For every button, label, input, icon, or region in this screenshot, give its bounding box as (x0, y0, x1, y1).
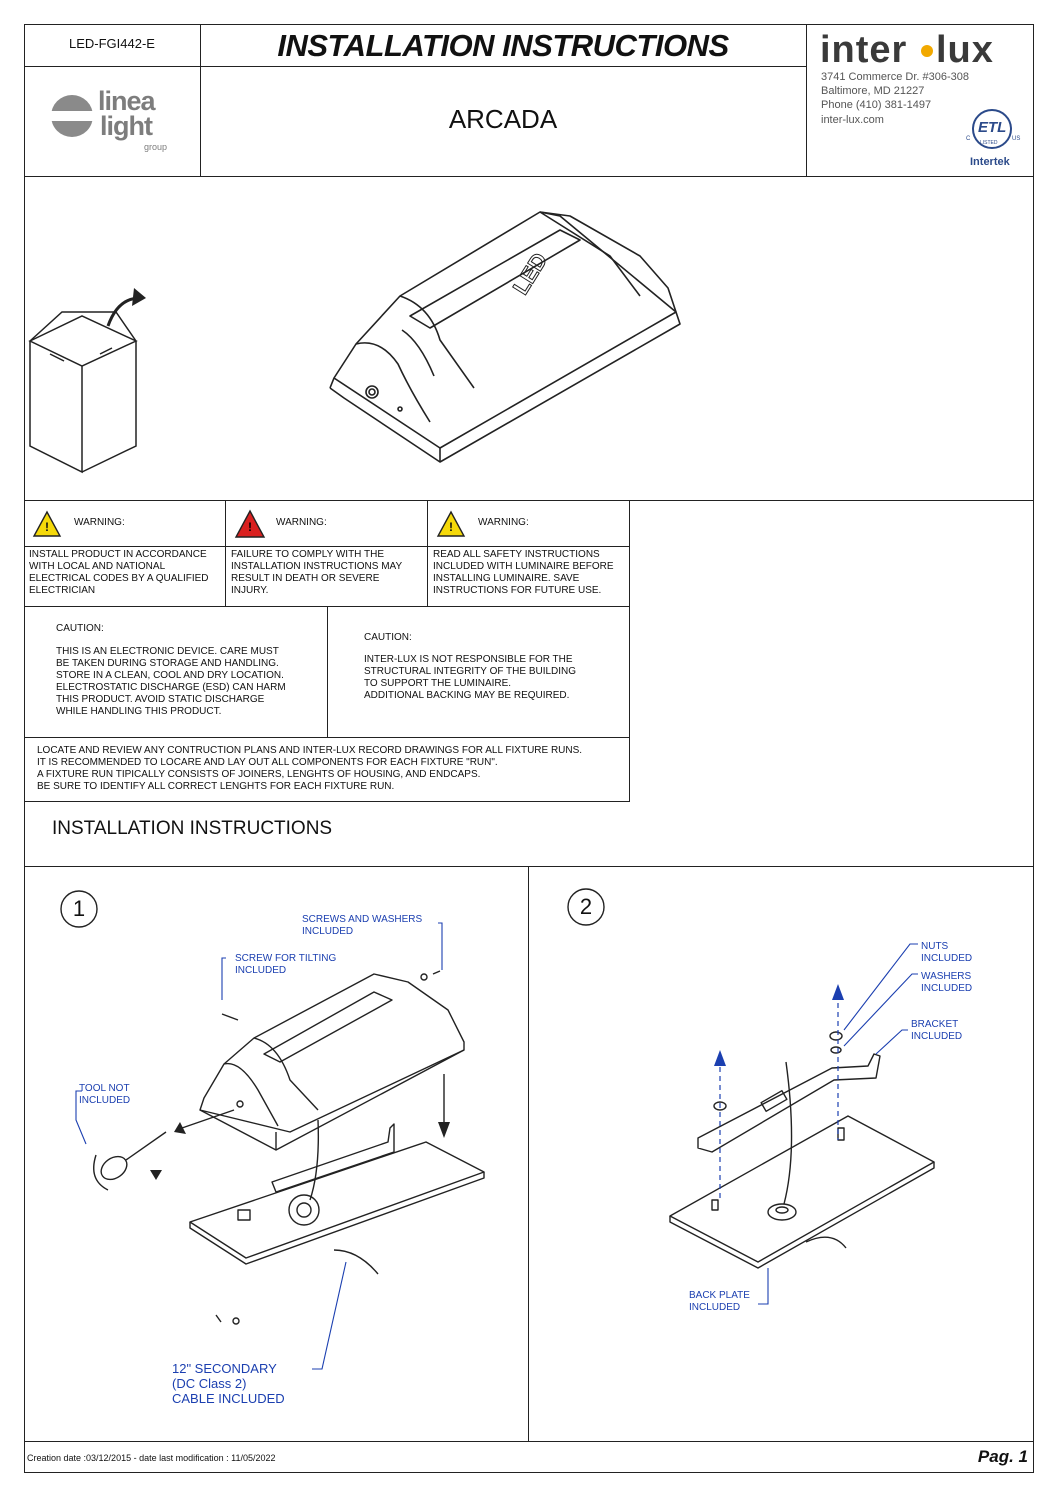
page-title: INSTALLATION INSTRUCTIONS (277, 28, 729, 63)
warning-1-text: INSTALL PRODUCT IN ACCORDANCE WITH LOCAL… (29, 549, 209, 596)
step-1-number: 1 (72, 896, 86, 921)
page-frame (24, 24, 1034, 1473)
etl-seal-icon (972, 109, 1012, 149)
luminaire-drawing (329, 211, 681, 463)
etl-mark-listed: LISTED (980, 140, 998, 146)
step-2-badge (567, 888, 605, 926)
label-screw-for-tilting: SCREW FOR TILTING INCLUDED (235, 953, 337, 976)
warning-1-icon-symbol: ! (45, 520, 49, 534)
warning-icon (234, 509, 266, 538)
warning-2-icon-symbol: ! (248, 520, 252, 534)
etl-certification-mark: ETL C US LISTED Intertek (960, 106, 1026, 172)
linea-light-logo-line1: linea (98, 86, 156, 116)
step-2-diagram (669, 943, 935, 1305)
etl-mark-c: C (966, 136, 971, 142)
warning-2-title: WARNING: (276, 517, 327, 528)
inter-lux-logo-part2: lux (936, 29, 994, 71)
label-washers: WASHERS INCLUDED (921, 971, 973, 994)
linea-light-logo-line2: light (100, 111, 153, 141)
warning-2-text: FAILURE TO COMPLY WITH THE INSTALLATION … (231, 549, 403, 596)
document-dates: Creation date :03/12/2015 - date last mo… (27, 1453, 276, 1463)
unbox-icon (28, 288, 146, 474)
etl-mark-text: ETL (978, 119, 1007, 136)
caution-1-title: CAUTION: (56, 623, 104, 634)
linea-light-logo-line3: group (144, 142, 168, 152)
linea-light-logo-mark (50, 95, 94, 137)
warning-3-text: READ ALL SAFETY INSTRUCTIONS INCLUDED WI… (433, 549, 614, 596)
company-address-line2: Baltimore, MD 21227 (821, 85, 925, 97)
etl-mark-us: US (1012, 136, 1021, 142)
document-code: LED-FGI442-E (69, 36, 155, 51)
inter-lux-logo-part1: inter (820, 29, 908, 71)
label-secondary-cable: 12" SECONDARY (DC Class 2) CABLE INCLUDE… (172, 1361, 285, 1406)
warning-3-icon-symbol: ! (449, 520, 453, 534)
step-1-badge (60, 890, 98, 928)
warning-1-triangle (32, 510, 62, 537)
caution-2-text: INTER-LUX IS NOT RESPONSIBLE FOR THE STR… (364, 654, 577, 701)
step-2-number: 2 (579, 894, 593, 919)
warning-1-title: WARNING: (74, 517, 125, 528)
warning-icon (436, 510, 466, 537)
label-tool-not-included: TOOL NOT INCLUDED (79, 1083, 131, 1106)
company-website: inter-lux.com (821, 114, 884, 126)
warning-3-title: WARNING: (478, 517, 529, 528)
linea-light-logo: linea light group (48, 88, 188, 158)
etl-maker: Intertek (970, 156, 1010, 168)
warning-3-triangle (436, 510, 466, 537)
installation-notice: LOCATE AND REVIEW ANY CONTRUCTION PLANS … (37, 745, 583, 792)
caution-2-title: CAUTION: (364, 632, 412, 643)
company-phone: Phone (410) 381-1497 (821, 99, 932, 111)
caution-1-text: THIS IS AN ELECTRONIC DEVICE. CARE MUST … (56, 646, 286, 717)
label-back-plate: BACK PLATE INCLUDED (689, 1290, 750, 1313)
page-number: Pag. 1 (977, 1447, 1028, 1466)
label-screws-and-washers: SCREWS AND WASHERS INCLUDED (302, 914, 423, 937)
warnings-panel (24, 500, 630, 802)
warning-2-triangle (234, 509, 266, 538)
inter-lux-logo: inter lux (818, 30, 1023, 70)
inter-lux-logo-dot (921, 45, 933, 57)
company-address-line1: 3741 Commerce Dr. #306-308 (821, 71, 969, 83)
section-title: INSTALLATION INSTRUCTIONS (52, 818, 333, 839)
product-name: ARCADA (448, 104, 558, 134)
label-bracket: BRACKET INCLUDED (911, 1019, 963, 1042)
label-nuts: NUTS INCLUDED (921, 941, 973, 964)
step-1-diagram (75, 922, 485, 1370)
warning-icon (32, 510, 62, 537)
product-illustration: LED (28, 211, 681, 474)
